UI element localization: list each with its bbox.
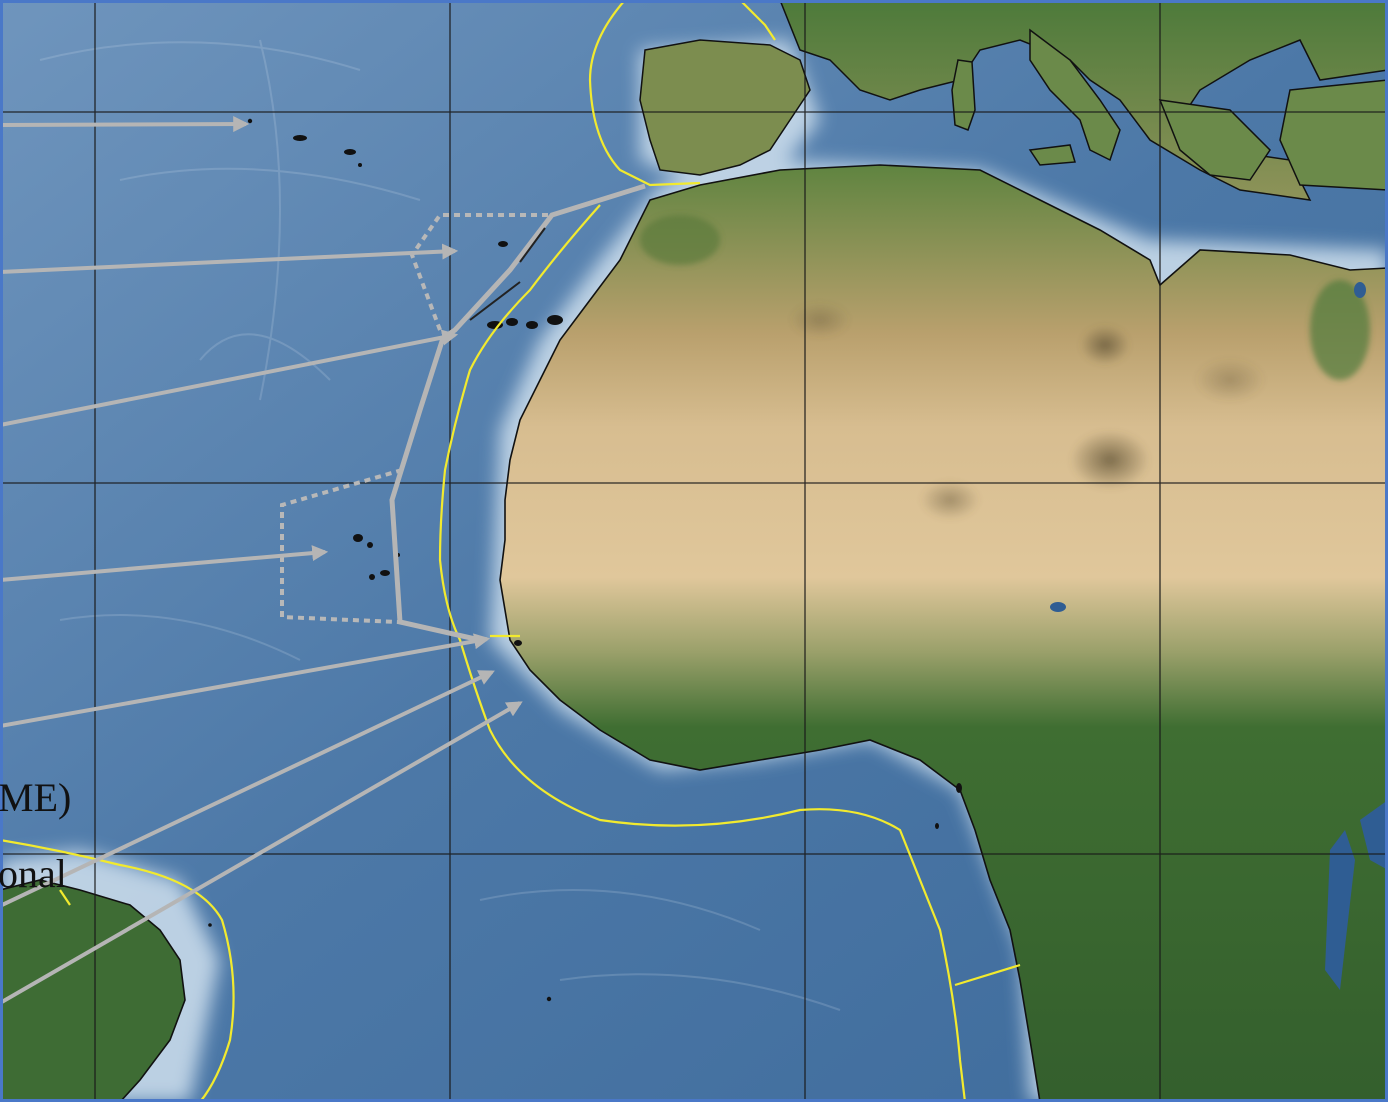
arrow-azores (0, 116, 250, 133)
terrain-details (640, 215, 1370, 520)
africa-landmass (499, 164, 1388, 1102)
arrow-senegal (0, 633, 491, 728)
legend-label-fragment-2: onal (0, 851, 67, 896)
europe-landmass (779, 0, 1388, 201)
iberian-peninsula (639, 39, 811, 176)
south-america-landmass (0, 879, 186, 1102)
greece (1158, 99, 1271, 181)
maritime-boundaries (0, 0, 1021, 1102)
legend-label-fragment-1: ME) (0, 775, 72, 820)
italy (1029, 28, 1121, 162)
sicily (1028, 144, 1076, 166)
arrow-guinea (0, 670, 495, 908)
arrow-cape-verde (0, 545, 329, 582)
arrow-canaries (0, 329, 459, 427)
ocean-texture (39, 39, 841, 1011)
coastal-segments (469, 227, 546, 321)
anatolia (1279, 79, 1388, 191)
callout-arrows (0, 116, 523, 1005)
arrow-gulf (0, 701, 523, 1005)
arrow-madeira (0, 243, 459, 274)
corsica-sardinia (951, 59, 976, 131)
islands (208, 118, 962, 1002)
dotted-regions (280, 213, 548, 624)
lakes (1050, 282, 1388, 990)
